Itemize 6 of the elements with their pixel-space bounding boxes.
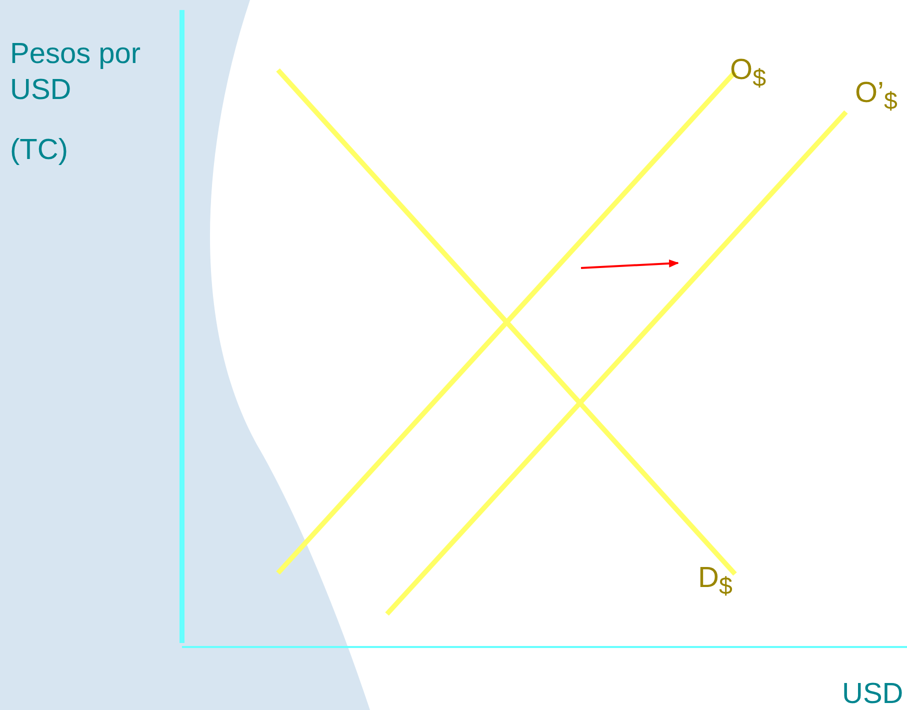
axis-label: USD <box>842 677 904 710</box>
curve-label: O’$_{$}$ <box>855 76 898 117</box>
curve-label: O$_{$}$ <box>730 53 766 94</box>
curve-label: D$_{$}$ <box>698 561 732 602</box>
axis-label: (TC) <box>10 133 68 168</box>
axis-label: Pesos por USD <box>10 37 142 108</box>
